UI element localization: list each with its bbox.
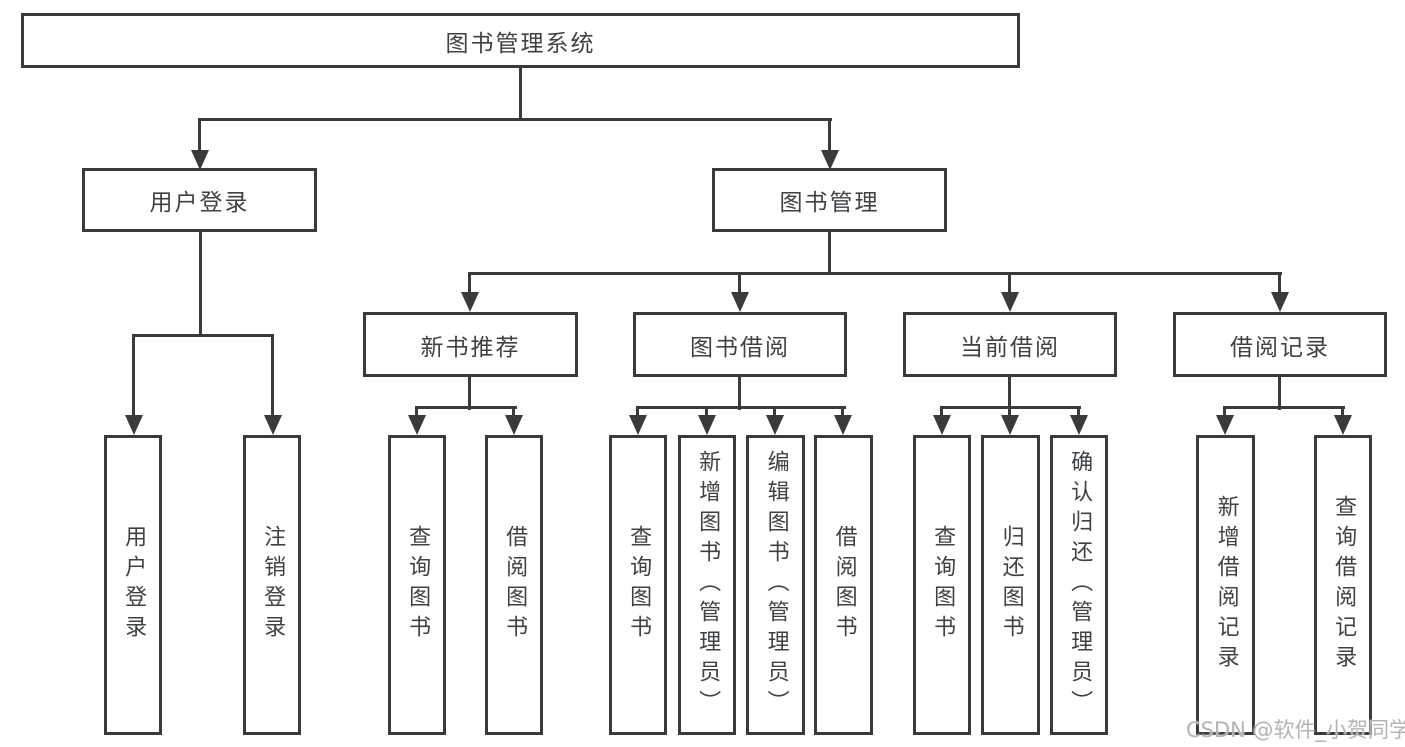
leaf-label: 用户登录 (121, 525, 147, 645)
node-user-login: 用户登录 (82, 168, 317, 232)
leaf-nbr-query-books: 查询图书 (388, 435, 446, 735)
node-new-book-recommend: 新书推荐 (363, 312, 578, 377)
node-label: 用户登录 (149, 190, 250, 216)
node-label: 图书管理 (779, 190, 880, 216)
node-book-management: 图书管理 (712, 168, 947, 232)
arrow-down-icon (1001, 415, 1019, 435)
connector-line (1008, 272, 1011, 294)
leaf-label: 借阅图书 (502, 525, 528, 645)
arrow-down-icon (1334, 415, 1352, 435)
leaf-bb-borrow-books: 借阅图书 (814, 435, 873, 735)
connector-line (1223, 406, 1226, 417)
connector-line (1077, 406, 1080, 417)
arrow-down-icon (505, 415, 523, 435)
node-borrow-records: 借阅记录 (1173, 312, 1387, 377)
connector-line (132, 334, 135, 417)
connector-line (828, 232, 831, 275)
leaf-label: 归还图书 (998, 525, 1024, 645)
node-book-borrowing: 图书借阅 (633, 312, 847, 377)
arrow-down-icon (766, 415, 784, 435)
leaf-nbr-borrow-books: 借阅图书 (485, 435, 543, 735)
connector-line (468, 272, 471, 294)
leaf-label: 查询图书 (405, 525, 431, 645)
connector-line (199, 232, 202, 337)
connector-line (198, 118, 832, 121)
connector-line (132, 334, 274, 337)
node-label: 借阅记录 (1230, 334, 1330, 361)
connector-line (773, 406, 776, 417)
connector-line (940, 406, 943, 417)
leaf-bb-add-books-admin: 新增图书（管理员） (678, 435, 736, 735)
connector-line (415, 406, 517, 409)
node-current-borrowing: 当前借阅 (903, 312, 1117, 377)
leaf-cb-query-books: 查询图书 (913, 435, 971, 735)
leaf-logout: 注销登录 (243, 435, 301, 735)
arrow-down-icon (834, 415, 852, 435)
arrow-down-icon (1271, 292, 1289, 312)
node-label: 图书借阅 (690, 334, 790, 361)
leaf-label: 借阅图书 (831, 525, 857, 645)
arrow-down-icon (698, 415, 716, 435)
connector-line (738, 272, 741, 294)
leaf-label: 编辑图书（管理员） (763, 450, 789, 720)
leaf-label: 查询图书 (626, 525, 652, 645)
leaf-cb-confirm-return-admin: 确认归还（管理员） (1050, 435, 1108, 735)
leaf-label: 查询借阅记录 (1331, 495, 1357, 675)
connector-line (636, 406, 846, 409)
leaf-bb-query-books: 查询图书 (609, 435, 667, 735)
connector-line (828, 118, 831, 154)
connector-line (198, 118, 201, 154)
arrow-down-icon (191, 150, 209, 170)
connector-line (1008, 406, 1011, 417)
arrow-down-icon (125, 415, 143, 435)
connector-line (512, 406, 515, 417)
leaf-label: 确认归还（管理员） (1067, 450, 1093, 720)
connector-line (415, 406, 418, 417)
connector-line (1278, 377, 1281, 410)
arrow-down-icon (1001, 292, 1019, 312)
connector-line (841, 406, 844, 417)
arrow-down-icon (264, 415, 282, 435)
node-label: 图书管理系统 (445, 30, 596, 57)
arrow-down-icon (1070, 415, 1088, 435)
arrow-down-icon (629, 415, 647, 435)
connector-line (738, 377, 741, 410)
leaf-br-query-record: 查询借阅记录 (1314, 435, 1372, 735)
node-label: 当前借阅 (960, 334, 1060, 361)
arrow-down-icon (461, 292, 479, 312)
connector-line (1008, 377, 1011, 410)
arrow-down-icon (821, 150, 839, 170)
leaf-label: 查询图书 (930, 525, 956, 645)
arrow-down-icon (933, 415, 951, 435)
connector-line (705, 406, 708, 417)
leaf-br-add-record: 新增借阅记录 (1196, 435, 1255, 735)
leaf-bb-edit-books-admin: 编辑图书（管理员） (746, 435, 805, 735)
arrow-down-icon (408, 415, 426, 435)
connector-line (636, 406, 639, 417)
leaf-label: 新增图书（管理员） (695, 450, 721, 720)
connector-line (1223, 406, 1345, 409)
leaf-label: 新增借阅记录 (1213, 495, 1239, 675)
leaf-user-login: 用户登录 (104, 435, 162, 735)
csdn-watermark: CSDN @软件_小贺同学 (1186, 718, 1405, 742)
connector-line (1341, 406, 1344, 417)
connector-line (468, 377, 471, 410)
connector-line (468, 272, 1282, 275)
leaf-cb-return-books: 归还图书 (981, 435, 1040, 735)
arrow-down-icon (731, 292, 749, 312)
arrow-down-icon (1216, 415, 1234, 435)
node-label: 新书推荐 (420, 334, 521, 361)
connector-line (271, 334, 274, 417)
node-library-system: 图书管理系统 (21, 13, 1020, 68)
connector-line (1278, 272, 1281, 294)
leaf-label: 注销登录 (260, 525, 286, 645)
connector-line (519, 68, 522, 120)
